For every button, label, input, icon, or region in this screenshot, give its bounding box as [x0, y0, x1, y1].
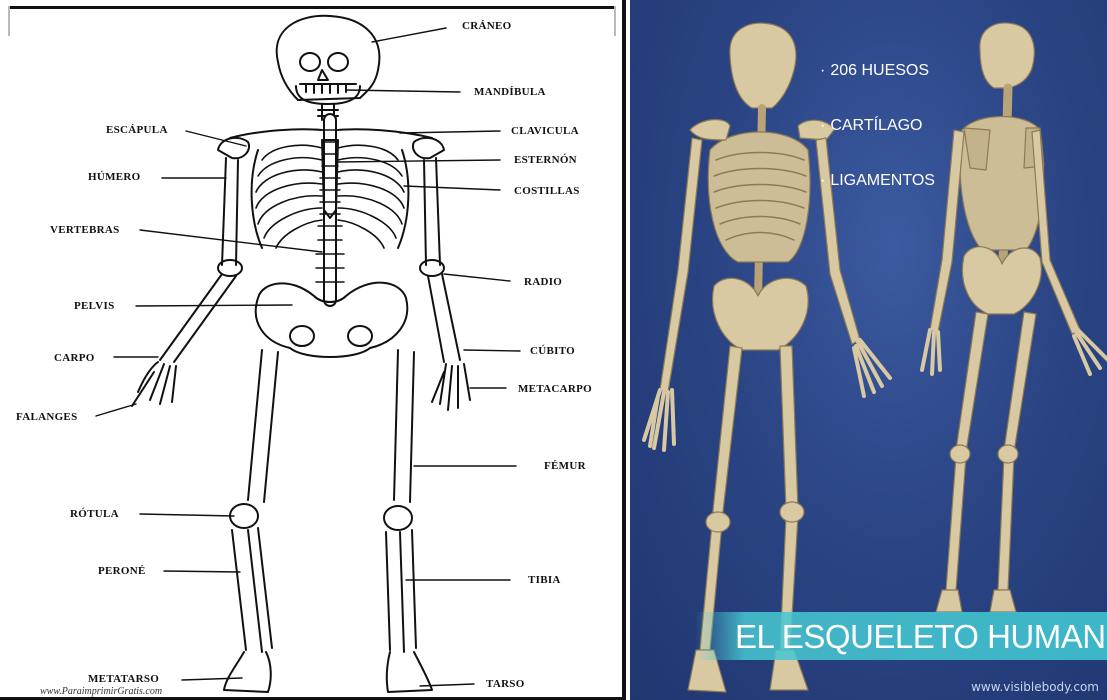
label-pelvis: PELVIS: [74, 300, 115, 312]
label-craneo: CRÁNEO: [462, 20, 511, 32]
pelvis-foramen: [348, 326, 372, 346]
skull-front: [730, 23, 796, 108]
arm-right-back: [1032, 130, 1080, 334]
label-metatarso: METATARSO: [88, 673, 159, 685]
bullet-cartilage: · CARTÍLAGO: [820, 117, 923, 135]
arm-left-back: [930, 130, 964, 332]
eye-socket: [328, 53, 348, 71]
bullet-bones-text: 206 HUESOS: [830, 62, 929, 79]
foot-left: [224, 652, 271, 692]
bullet-marker: ·: [820, 62, 825, 79]
label-esternon: ESTERNÓN: [514, 154, 577, 166]
source-watermark: www.visiblebody.com: [971, 680, 1099, 694]
shoulder-right: [413, 138, 444, 158]
eye-socket: [300, 53, 320, 71]
bullet-marker: ·: [820, 117, 825, 134]
skeleton-back: [922, 23, 1107, 612]
patella-right: [384, 506, 412, 530]
teeth-row: [300, 84, 356, 93]
label-humero: HÚMERO: [88, 171, 141, 183]
bullet-ligaments: · LIGAMENTOS: [820, 172, 935, 190]
ribcage-front: [708, 132, 810, 262]
label-tibia: TIBIA: [528, 574, 561, 586]
labeled-skeleton-diagram: CRÁNEO MANDÍBULA ESCÁPULA CLAVICULA HÚME…: [0, 0, 626, 700]
skeleton-3d-figures: [630, 0, 1107, 700]
hand-right-front: [854, 340, 890, 396]
label-clavicula: CLAVICULA: [511, 125, 579, 137]
hand-left-back: [922, 330, 940, 374]
label-femur: FÉMUR: [544, 460, 586, 472]
hand-left: [132, 362, 176, 406]
source-watermark: www.ParaimprimirGratis.com: [40, 686, 162, 697]
humerus-left: [222, 158, 238, 265]
label-metacarpo: METACARPO: [518, 383, 592, 395]
forearm-right: [428, 274, 460, 362]
knee-left-back: [950, 445, 970, 463]
bullet-marker: ·: [820, 172, 825, 189]
forearm-left: [160, 274, 236, 362]
knee-right-front: [780, 502, 804, 522]
knee-right-back: [998, 445, 1018, 463]
label-escapula: ESCÁPULA: [106, 124, 168, 136]
label-perone: PERONÉ: [98, 565, 146, 577]
hand-right: [432, 364, 470, 410]
hand-left-front: [644, 390, 674, 450]
label-mandibula: MANDÍBULA: [474, 86, 546, 98]
lower-leg-left: [232, 528, 272, 652]
label-falanges: FALANGES: [16, 411, 77, 423]
label-radio: RADIO: [524, 276, 562, 288]
clavicle: [338, 129, 432, 138]
bullet-cartilage-text: CARTÍLAGO: [830, 117, 922, 134]
label-tarso: TARSO: [486, 678, 525, 690]
nasal-cavity: [318, 70, 328, 80]
pelvis-foramen: [290, 326, 314, 346]
skeleton-3d-render-panel: · 206 HUESOS · CARTÍLAGO · LIGAMENTOS EL ES…: [630, 0, 1107, 700]
leg-left-front: [700, 346, 742, 650]
leg-right-front: [780, 346, 798, 650]
label-cubito: CÚBITO: [530, 345, 575, 357]
femur-right: [394, 350, 414, 502]
lower-leg-right: [386, 530, 416, 652]
skull-back: [980, 23, 1034, 88]
shoulder-left: [218, 138, 249, 158]
bullet-ligaments-text: LIGAMENTOS: [830, 172, 935, 189]
elbow-right: [420, 260, 444, 276]
bullet-bones: · 206 HUESOS: [820, 62, 929, 80]
label-rotula: RÓTULA: [70, 508, 119, 520]
clavicle: [230, 129, 322, 138]
label-costillas: COSTILLAS: [514, 185, 580, 197]
label-carpo: CARPO: [54, 352, 95, 364]
banner-title: EL ESQUELETO HUMANO: [735, 618, 1107, 656]
feet-back: [936, 590, 1016, 612]
femur-left: [248, 350, 278, 502]
hand-right-back: [1074, 330, 1107, 374]
arm-right-front: [816, 138, 860, 344]
title-banner: EL ESQUELETO HUMANO: [695, 612, 1107, 660]
label-vertebras: VERTEBRAS: [50, 224, 120, 236]
humerus-right: [424, 158, 440, 265]
knee-left-front: [706, 512, 730, 532]
arm-left-front: [660, 138, 702, 392]
